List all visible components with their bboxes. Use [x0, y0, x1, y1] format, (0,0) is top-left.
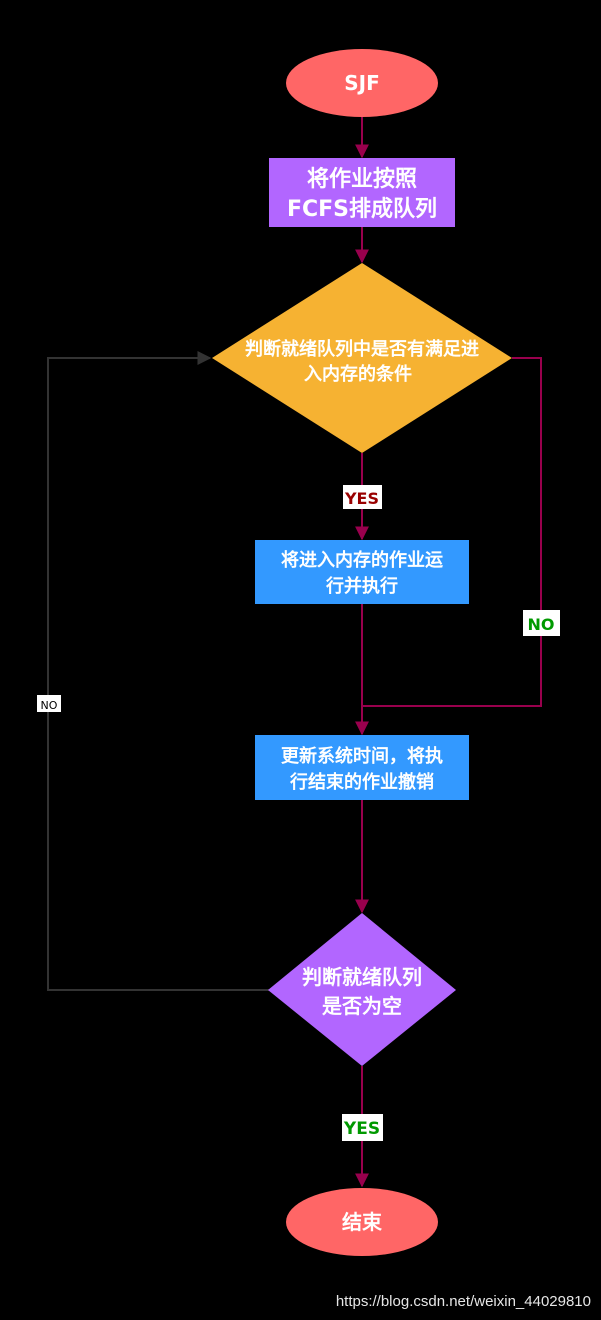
start-label: SJF [344, 71, 380, 95]
run-label-line1: 将进入内存的作业运 [281, 549, 443, 571]
no-label-1: NO [523, 610, 560, 636]
update-label-line2: 行结束的作业撤销 [289, 771, 434, 793]
watermark: https://blog.csdn.net/weixin_44029810 [335, 1293, 591, 1310]
sort-label-line1: 将作业按照 [307, 166, 417, 192]
start-node: SJF [286, 49, 438, 117]
check-empty-node: 判断就绪队列 是否为空 [268, 913, 456, 1066]
yes-label-1: YES [343, 485, 382, 509]
check-memory-label-line2: 入内存的条件 [304, 363, 412, 385]
end-label: 结束 [342, 1210, 383, 1234]
edge-empty-no-loop [47, 351, 270, 991]
run-label-line2: 行并执行 [325, 575, 398, 597]
update-node: 更新系统时间，将执 行结束的作业撤销 [255, 735, 469, 800]
check-memory-label-line1: 判断就绪队列中是否有满足进 [245, 338, 479, 360]
yes-label-2: YES [342, 1114, 383, 1141]
no-label-loop: NO [37, 695, 61, 712]
sort-label-line2: FCFS排成队列 [287, 197, 437, 222]
sort-node: 将作业按照 FCFS排成队列 [269, 158, 455, 227]
no-label-loop-text: NO [41, 699, 58, 712]
yes-label-1-text: YES [344, 489, 379, 508]
check-memory-node: 判断就绪队列中是否有满足进 入内存的条件 [212, 263, 512, 453]
connectors [47, 117, 542, 1188]
update-label-line1: 更新系统时间，将执 [281, 745, 443, 767]
check-empty-label-line2: 是否为空 [321, 994, 402, 1018]
no-label-1-text: NO [528, 615, 555, 634]
edge-check-no-branch [362, 357, 542, 707]
check-empty-label-line1: 判断就绪队列 [302, 965, 422, 989]
yes-label-2-text: YES [343, 1119, 380, 1139]
run-node: 将进入内存的作业运 行并执行 [255, 540, 469, 604]
end-node: 结束 [286, 1188, 438, 1256]
